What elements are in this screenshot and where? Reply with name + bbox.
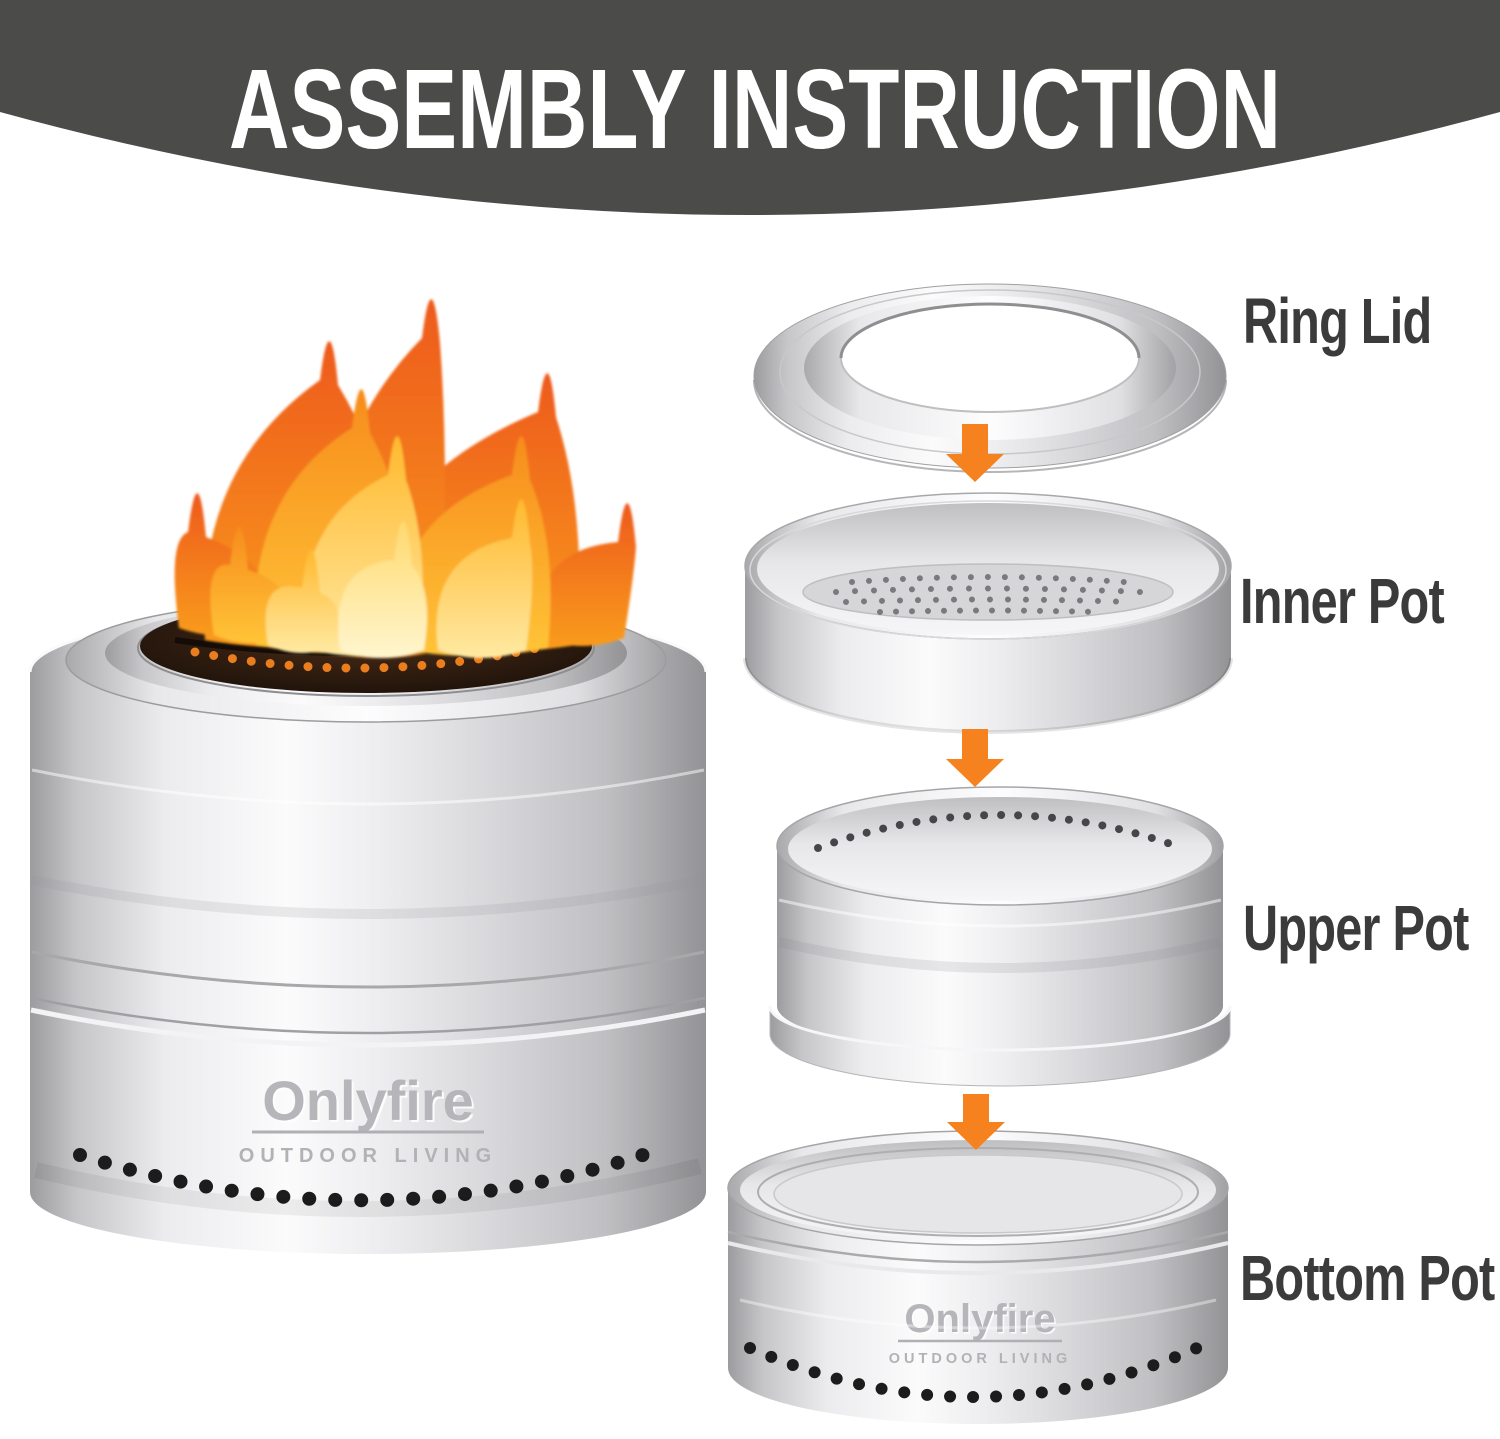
part-upper-pot xyxy=(768,786,1232,1087)
brand-tagline-text: OUTDOOR LIVING xyxy=(889,1351,1071,1367)
flame-icon xyxy=(174,299,636,658)
label-ring-lid: Ring Lid xyxy=(1243,285,1432,357)
brand-logo-shadow: Onlyfire xyxy=(264,1071,476,1134)
down-arrow-icon xyxy=(947,1094,1005,1150)
page-title: ASSEMBLY INSTRUCTION xyxy=(229,46,1281,172)
assembled-fire-pit: Onlyfire Onlyfire OUTDOOR LIVING xyxy=(28,299,708,1254)
label-bottom-pot: Bottom Pot xyxy=(1240,1242,1495,1314)
label-upper-pot: Upper Pot xyxy=(1243,892,1469,964)
down-arrow-icon xyxy=(946,729,1004,787)
vent-holes-row xyxy=(744,1338,1212,1403)
air-holes-row xyxy=(814,811,1186,852)
brand-tagline-text: OUTDOOR LIVING xyxy=(239,1145,497,1167)
part-bottom-pot: Onlyfire Onlyfire OUTDOOR LIVING xyxy=(727,1130,1229,1424)
header-banner: ASSEMBLY INSTRUCTION xyxy=(0,0,1500,215)
perforated-plate xyxy=(802,563,1174,621)
label-inner-pot: Inner Pot xyxy=(1240,565,1445,637)
brand-logo-shadow: Onlyfire xyxy=(906,1299,1057,1343)
brand-logo-text: Onlyfire xyxy=(904,1297,1055,1341)
part-ring-lid xyxy=(753,283,1227,473)
brand-logo-text: Onlyfire xyxy=(262,1069,474,1132)
down-arrow-icon xyxy=(946,424,1004,482)
brand-logo-embossed: Onlyfire Onlyfire OUTDOOR LIVING xyxy=(239,1069,497,1167)
brand-logo-embossed-bottom: Onlyfire Onlyfire OUTDOOR LIVING xyxy=(889,1297,1071,1367)
assembly-arrows xyxy=(946,424,1005,1150)
part-inner-pot xyxy=(743,492,1233,734)
vent-holes-row xyxy=(73,1143,665,1208)
plate-holes xyxy=(833,574,1143,615)
